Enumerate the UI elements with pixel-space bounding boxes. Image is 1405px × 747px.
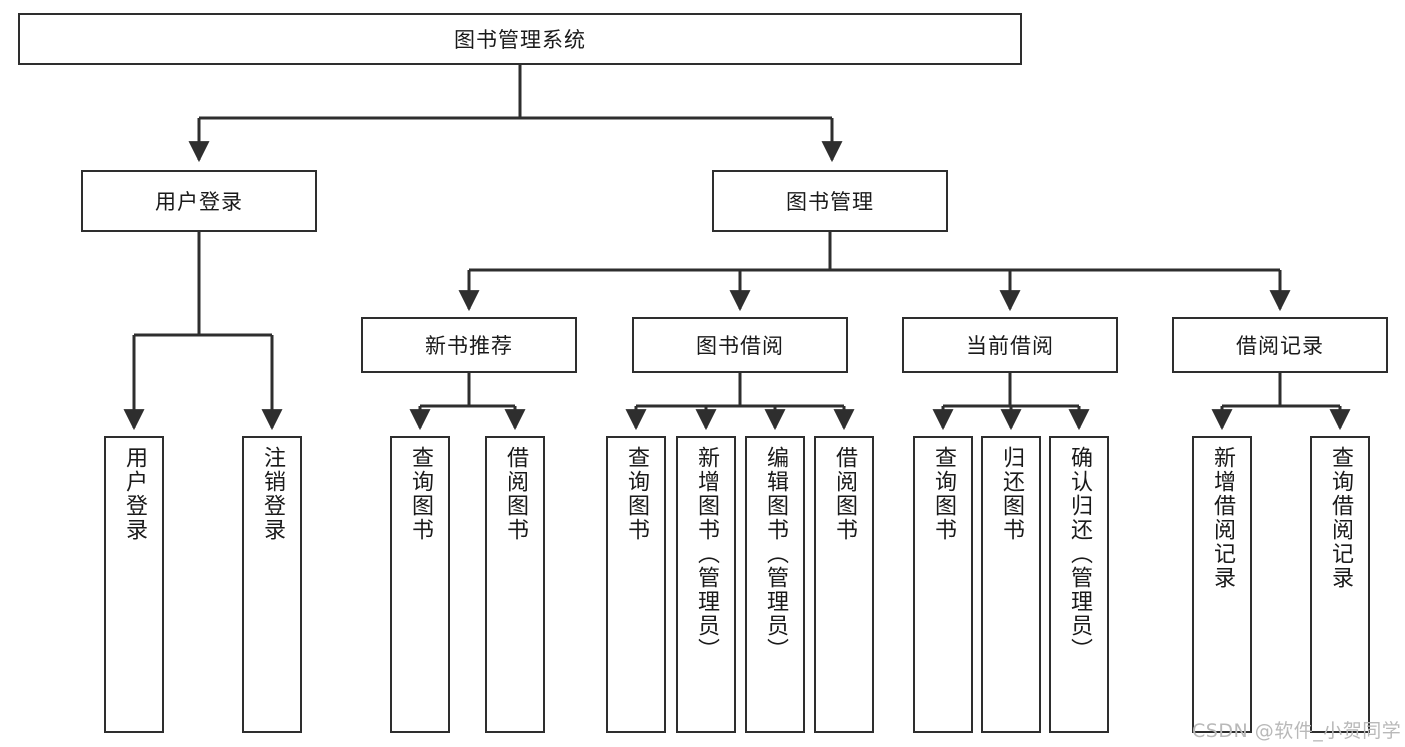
leaf-return-book-label: 归还图书 [998, 446, 1024, 542]
node-borrow-record-label: 借阅记录 [1236, 334, 1324, 358]
node-root-label: 图书管理系统 [454, 28, 586, 52]
leaf-logout-label: 注销登录 [259, 446, 285, 542]
leaf-logout[interactable]: 注销登录 [242, 436, 302, 733]
leaf-confirm-return[interactable]: 确认归还（管理员） [1049, 436, 1109, 733]
node-new-book-rec[interactable]: 新书推荐 [361, 317, 577, 373]
node-book-borrow-label: 图书借阅 [696, 334, 784, 358]
leaf-query-book-1[interactable]: 查询图书 [390, 436, 450, 733]
leaf-query-book-2-label: 查询图书 [623, 446, 649, 542]
node-current-borrow[interactable]: 当前借阅 [902, 317, 1118, 373]
node-book-manage[interactable]: 图书管理 [712, 170, 948, 232]
leaf-edit-book[interactable]: 编辑图书（管理员） [745, 436, 805, 733]
leaf-add-book-label: 新增图书（管理员） [693, 446, 719, 662]
leaf-borrow-book-1-label: 借阅图书 [502, 446, 528, 542]
leaf-query-book-2[interactable]: 查询图书 [606, 436, 666, 733]
leaf-return-book[interactable]: 归还图书 [981, 436, 1041, 733]
node-book-borrow[interactable]: 图书借阅 [632, 317, 848, 373]
leaf-user-login-label: 用户登录 [121, 446, 147, 542]
node-user-login-label: 用户登录 [155, 190, 243, 214]
leaf-query-record-label: 查询借阅记录 [1327, 446, 1353, 590]
leaf-add-record[interactable]: 新增借阅记录 [1192, 436, 1252, 733]
leaf-confirm-return-label: 确认归还（管理员） [1066, 446, 1092, 662]
leaf-edit-book-label: 编辑图书（管理员） [762, 446, 788, 662]
leaf-user-login[interactable]: 用户登录 [104, 436, 164, 733]
leaf-borrow-book-2[interactable]: 借阅图书 [814, 436, 874, 733]
leaf-query-record[interactable]: 查询借阅记录 [1310, 436, 1370, 733]
csdn-watermark: CSDN @软件_小贺同学 [1192, 720, 1402, 742]
node-root[interactable]: 图书管理系统 [18, 13, 1022, 65]
leaf-borrow-book-1[interactable]: 借阅图书 [485, 436, 545, 733]
node-borrow-record[interactable]: 借阅记录 [1172, 317, 1388, 373]
node-current-borrow-label: 当前借阅 [966, 334, 1054, 358]
leaf-add-record-label: 新增借阅记录 [1209, 446, 1235, 590]
leaf-query-book-1-label: 查询图书 [407, 446, 433, 542]
leaf-query-book-3[interactable]: 查询图书 [913, 436, 973, 733]
leaf-borrow-book-2-label: 借阅图书 [831, 446, 857, 542]
leaf-query-book-3-label: 查询图书 [930, 446, 956, 542]
leaf-add-book[interactable]: 新增图书（管理员） [676, 436, 736, 733]
node-book-manage-label: 图书管理 [786, 190, 874, 214]
node-new-book-rec-label: 新书推荐 [425, 334, 513, 358]
node-user-login[interactable]: 用户登录 [81, 170, 317, 232]
